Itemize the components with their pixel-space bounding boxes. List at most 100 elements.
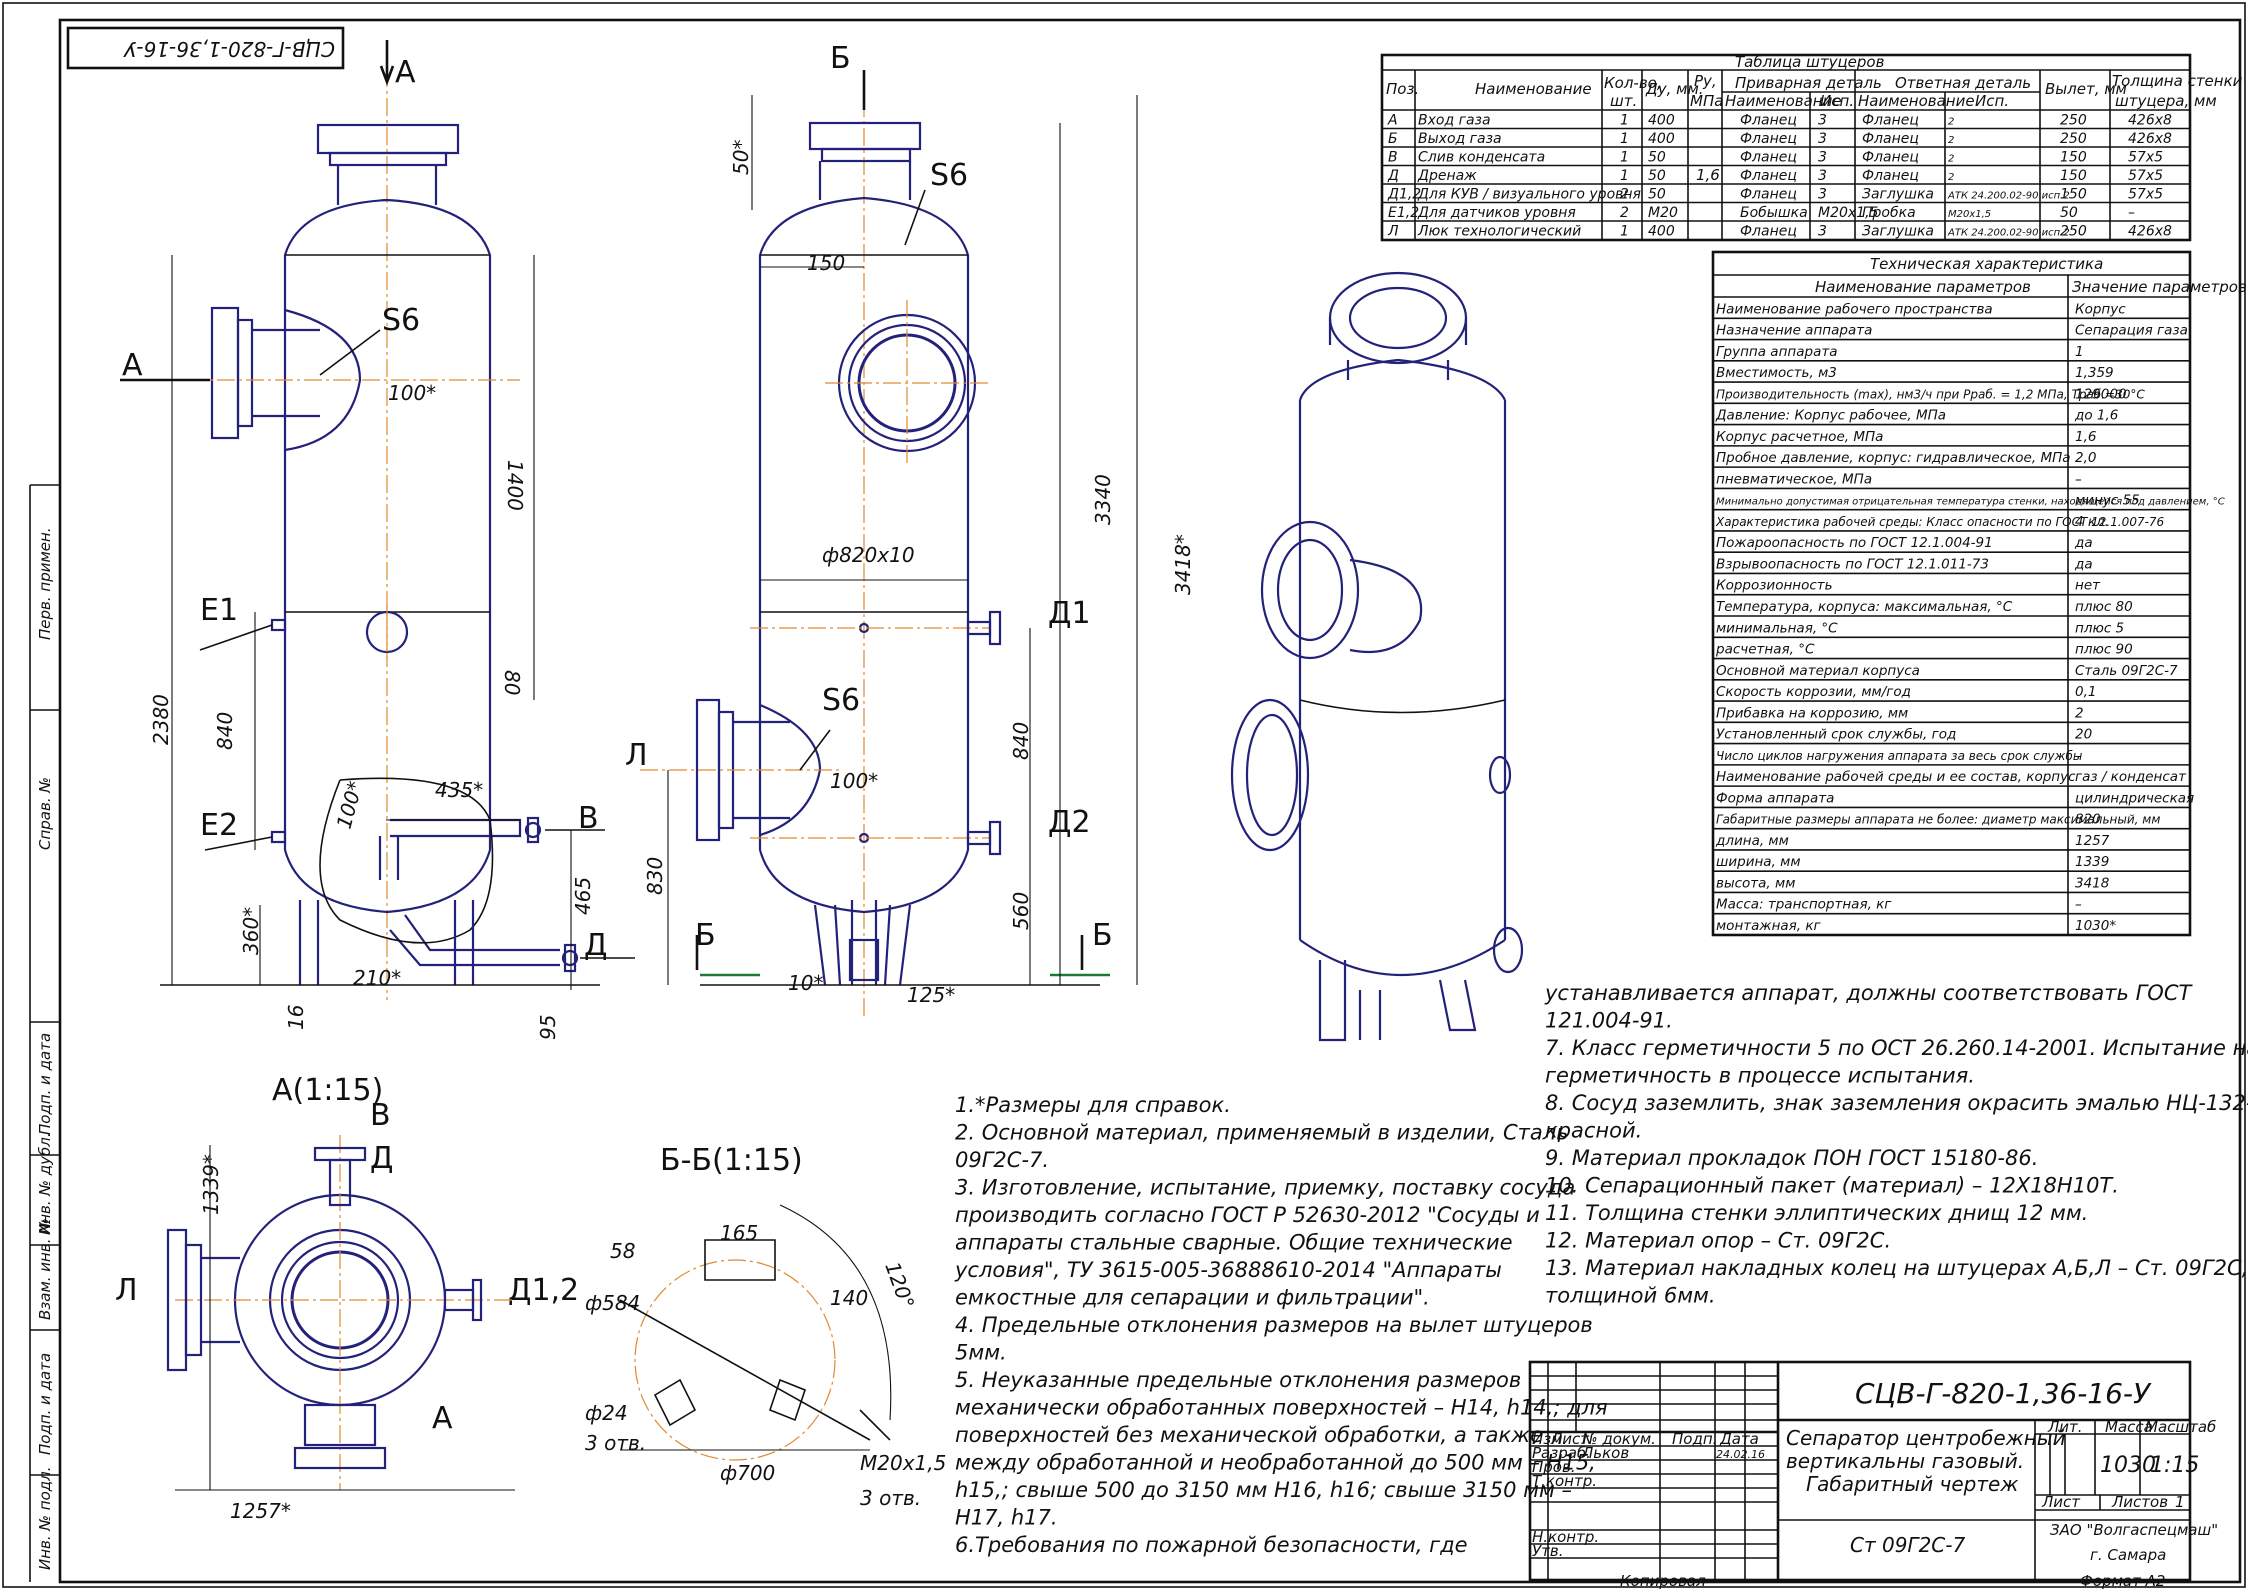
nozzle-th-w-name: Наименование	[1725, 92, 1842, 110]
tech-cell-param: Наименование рабочей среды и ее состав, …	[1716, 769, 2076, 785]
title-role-tkontr: Т.контр.	[1532, 1472, 1597, 1490]
tech-cell-param: Давление: Корпус рабочее, МПа	[1715, 408, 1946, 424]
section-A-label-D: Д	[370, 1141, 393, 1176]
nozzle-cell: 3	[1818, 150, 1827, 166]
title-col-list: Лист	[1550, 1430, 1590, 1448]
nozzle-cell: Бобышка	[1740, 205, 1808, 221]
nozzle-cell: –	[2128, 205, 2135, 221]
label-E2: Е2	[200, 808, 238, 843]
section-B-dim-m20: М20х1,5	[860, 1451, 946, 1475]
tech-cell-param: монтажная, кг	[1716, 918, 1822, 934]
side-label-sprav: Справ. №	[36, 777, 54, 850]
nozzle-cell: 1	[1620, 168, 1629, 184]
tech-cell-param: Форма аппарата	[1716, 790, 1834, 806]
nozzle-cell: 426х8	[2128, 224, 2172, 240]
note-line: емкостные для сепарации и фильтрации".	[955, 1286, 1430, 1310]
nozzle-cell: А	[1387, 113, 1398, 129]
nozzle-th-py-unit: МПа	[1690, 92, 1723, 110]
section-B-drawing	[619, 1204, 892, 1461]
nozzle-cell: 250	[2060, 131, 2087, 147]
note-line: герметичность в процессе испытания.	[1545, 1064, 1975, 1088]
nozzle-cell: 50	[2060, 205, 2078, 221]
section-B-dim-58: 58	[610, 1239, 635, 1263]
dim-10: 10*	[788, 971, 823, 995]
nozzle-cell: 1	[1620, 150, 1629, 166]
label-A-side: А	[122, 348, 143, 383]
tech-cell-value: –	[2075, 471, 2082, 487]
note-line: аппараты стальные сварные. Общие техниче…	[955, 1231, 1513, 1255]
note-line: 2. Основной материал, применяемый в изде…	[955, 1121, 1569, 1145]
nozzle-cell: 2	[1620, 187, 1629, 203]
section-B-angle-120: 120°	[880, 1259, 919, 1312]
nozzle-cell: 50	[1648, 150, 1666, 166]
tech-cell-value: 1339	[2075, 854, 2109, 870]
dim-100-front: 100*	[388, 381, 436, 405]
note-line: 4. Предельные отклонения размеров на выл…	[955, 1313, 1593, 1337]
tech-cell-value: до 1,6	[2074, 408, 2118, 424]
note-line: Н17, h17.	[955, 1506, 1058, 1530]
tech-th-param: Наименование параметров	[1815, 278, 2031, 296]
note-line: 12. Материал опор – Ст. 09Г2С.	[1545, 1229, 1891, 1253]
nozzle-cell: 2	[1948, 135, 1954, 146]
tech-cell-value: 1,359	[2075, 365, 2114, 381]
nozzle-cell: Фланец	[1740, 168, 1797, 184]
nozzle-cell: Фланец	[1740, 187, 1797, 203]
tech-cell-value: плюс 5	[2075, 620, 2124, 636]
dim-100-side: 100*	[830, 769, 878, 793]
section-B-holes-3b: 3 отв.	[860, 1486, 921, 1510]
title-material: Ст 09Г2С-7	[1850, 1533, 1965, 1557]
nozzle-cell: 2	[1948, 117, 1954, 128]
nozzle-cell: 1	[1620, 224, 1629, 240]
title-name-line-2: вертикальны газовый.	[1786, 1449, 2024, 1473]
dim-125: 125*	[907, 983, 955, 1007]
nozzle-cell: Пробка	[1862, 205, 1916, 221]
nozzle-cell: Для КУВ / визуального уровня	[1417, 187, 1641, 203]
section-B-dim-584: ф584	[585, 1291, 640, 1315]
tech-cell-value: 820	[2075, 812, 2101, 828]
tech-cell-value: 3418	[2075, 875, 2109, 891]
side-label-podp-data-2: Подп. и дата	[36, 1353, 54, 1455]
tech-cell-value: 1,6	[2075, 429, 2096, 445]
dim-95: 95	[536, 1015, 560, 1040]
title-col-date: Дата	[1719, 1430, 1759, 1448]
drawing-frame	[58, 18, 2242, 1584]
dim-80: 80	[500, 670, 524, 695]
tech-cell-value: цилиндрическая	[2075, 790, 2194, 806]
dim-150: 150	[807, 251, 845, 275]
nozzle-cell: Заглушка	[1862, 224, 1934, 240]
tech-cell-param: Характеристика рабочей среды: Класс опас…	[1715, 515, 2165, 529]
note-line: 8. Сосуд заземлить, знак заземления окра…	[1545, 1091, 2248, 1115]
front-view	[120, 40, 635, 1000]
section-A-label-D12: Д1,2	[508, 1273, 579, 1308]
title-sheet-label: Лист	[2041, 1493, 2081, 1511]
label-L-side: Л	[625, 738, 648, 773]
dim-diam-820: ф820х10	[822, 543, 915, 567]
nozzle-th-wall: Толщина стенки	[2112, 72, 2243, 90]
title-sheets-value: 1	[2175, 1493, 2185, 1511]
note-line: 9. Материал прокладок ПОН ГОСТ 15180-86.	[1545, 1146, 2038, 1170]
tech-cell-value: Сталь 09Г2С-7	[2075, 663, 2178, 679]
nozzle-th-w-var: Исп.	[1820, 92, 1854, 110]
nozzle-cell: 400	[1648, 113, 1675, 129]
title-company: ЗАО "Волгаспецмаш"	[2050, 1521, 2218, 1539]
nozzle-cell: 2	[1620, 205, 1629, 221]
section-B-dim-24: ф24	[585, 1401, 628, 1425]
title-block	[1528, 1360, 2192, 1582]
nozzle-cell: 1	[1620, 113, 1629, 129]
nozzle-cell: 57х5	[2128, 187, 2163, 203]
nozzle-cell: 57х5	[2128, 150, 2163, 166]
tech-cell-param: Скорость коррозии, мм/год	[1716, 684, 1911, 700]
tech-cell-value: плюс 80	[2075, 599, 2133, 615]
note-line: 10. Сепарационный пакет (материал) – 12Х…	[1545, 1174, 2119, 1198]
note-line: между обработанной и необработанной до 5…	[955, 1451, 1596, 1475]
dim-50: 50*	[729, 140, 753, 175]
note-line: красной.	[1545, 1119, 1642, 1143]
label-V: В	[578, 801, 599, 836]
tech-cell-param: длина, мм	[1715, 833, 1789, 849]
section-B-holes-3: 3 отв.	[585, 1431, 646, 1455]
title-role-utv: Утв.	[1532, 1542, 1564, 1560]
nozzle-cell: 150	[2060, 168, 2087, 184]
title-name-line-3: Габаритный чертеж	[1806, 1472, 2018, 1496]
